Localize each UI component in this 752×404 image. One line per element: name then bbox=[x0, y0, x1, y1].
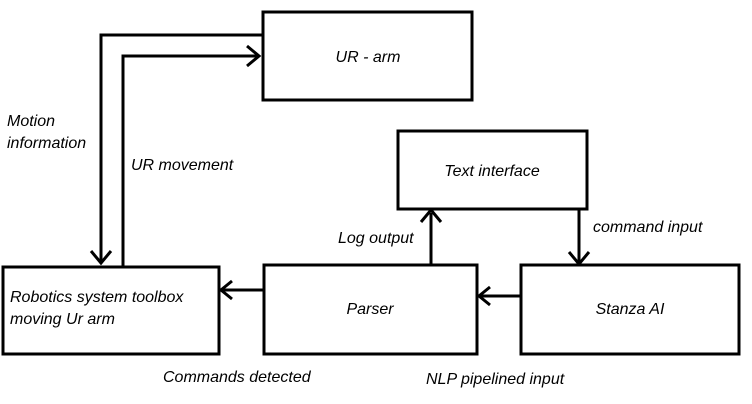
label-commands-detected: Commands detected bbox=[163, 369, 312, 386]
edge-motion-information bbox=[89, 33, 263, 266]
edge-nlp-pipelined-input bbox=[476, 285, 521, 307]
node-robotics-toolbox: Robotics system toolbox moving Ur arm bbox=[1, 265, 221, 356]
node-text-interface-label: Text interface bbox=[444, 163, 540, 180]
node-parser: Parser bbox=[262, 263, 479, 356]
edge-commands-detected bbox=[218, 279, 264, 301]
edge-log-output bbox=[419, 207, 443, 265]
node-robotics-toolbox-line1: Robotics system toolbox bbox=[10, 289, 184, 306]
node-stanza-ai-label: Stanza AI bbox=[596, 301, 665, 318]
node-ur-arm: UR - arm bbox=[261, 10, 474, 102]
label-motion-information-line2: information bbox=[7, 135, 86, 152]
node-ur-arm-label: UR - arm bbox=[336, 49, 401, 66]
node-stanza-ai: Stanza AI bbox=[519, 263, 741, 356]
edge-command-input bbox=[567, 209, 591, 267]
node-robotics-toolbox-line2: moving Ur arm bbox=[10, 311, 115, 328]
node-text-interface: Text interface bbox=[396, 129, 589, 211]
label-motion-information-line1: Motion bbox=[7, 113, 55, 130]
node-parser-label: Parser bbox=[346, 301, 394, 318]
label-log-output: Log output bbox=[338, 230, 414, 247]
edge-ur-movement bbox=[121, 44, 262, 267]
label-ur-movement: UR movement bbox=[131, 157, 234, 174]
label-command-input: command input bbox=[593, 219, 703, 236]
label-nlp-pipelined-input: NLP pipelined input bbox=[426, 371, 565, 388]
